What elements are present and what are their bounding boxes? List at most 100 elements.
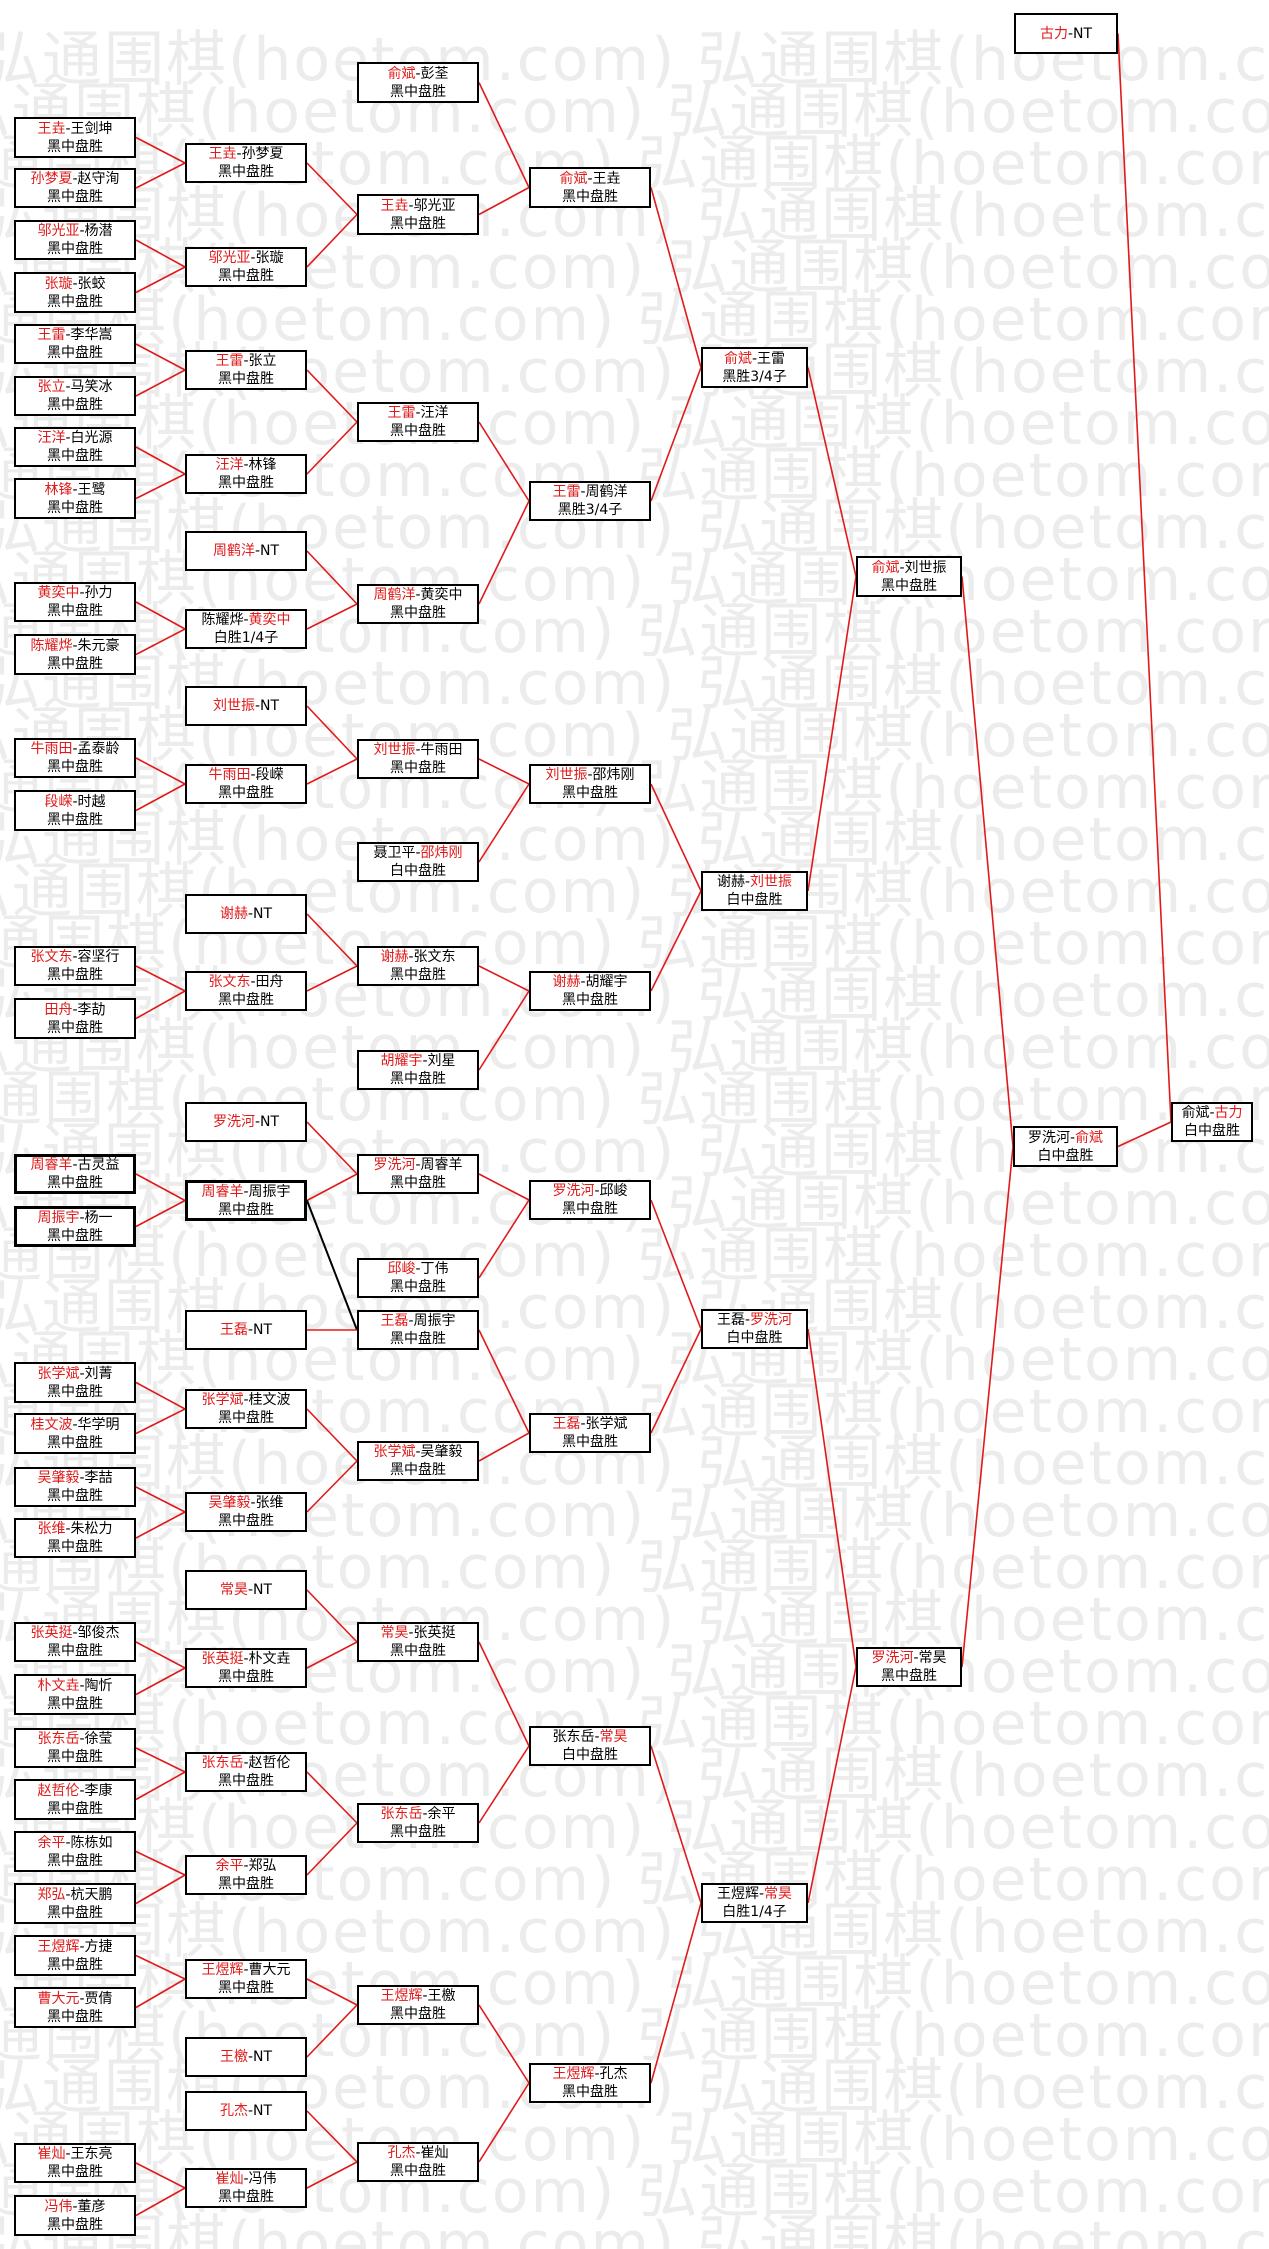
player-b: 刘世振 (904, 559, 947, 576)
match-players: 常昊-张英挺 (380, 1624, 455, 1642)
player-a: 王垚 (208, 146, 237, 162)
bracket-link-r3-09-to-r4-05 (478, 1173, 530, 1201)
player-a: 余平 (37, 1834, 66, 1851)
player-a: 孔杰 (387, 2145, 416, 2161)
match-result: 黑中盘胜 (218, 1513, 274, 1529)
match-players: 俞斌-王垚 (559, 170, 620, 188)
bracket-link-r1-18-to-r2-14 (135, 1408, 186, 1435)
player-b: 邵炜刚 (592, 767, 635, 783)
match-result: 黑中盘胜 (47, 967, 103, 983)
match-players: 周睿羊-周振宇 (201, 1183, 290, 1201)
match-players: 段嵘-时越 (44, 793, 105, 811)
watermark-text: 弘通围棋(hoetom.com) 弘通围棋(hoetom.com) 弘通围棋(h… (0, 77, 1269, 147)
vs-dash: - (72, 1625, 78, 1641)
player-a: 罗洗河 (1027, 1129, 1070, 1146)
player-b: 胡耀宇 (585, 974, 628, 990)
vs-dash: - (72, 793, 78, 810)
player-a: 王雷 (552, 484, 581, 500)
match-box-r3-06: 聂卫平-邵炜刚白中盘胜 (357, 842, 479, 882)
player-a: 周振宇 (37, 1209, 80, 1226)
player-a: 刘世振 (373, 742, 416, 758)
match-result: 黑中盘胜 (562, 1201, 618, 1217)
match-players: 谢赫-张文东 (380, 948, 455, 966)
match-box-r2-11: 罗洗河-NT (185, 1102, 307, 1142)
match-players: 张学斌-桂文波 (201, 1391, 290, 1409)
bracket-link-r2-10-to-r3-07 (306, 965, 358, 992)
bracket-link-r1-22-to-r2-17 (135, 1667, 186, 1696)
vs-dash: - (79, 585, 85, 601)
match-result: 黑中盘胜 (47, 448, 103, 464)
match-box-r1-27: 王煜辉-方捷黑中盘胜 (14, 1935, 136, 1976)
player-b: 曹大元 (248, 1962, 291, 1978)
player-b: NT (260, 698, 280, 714)
match-players: 古力-NT (1040, 25, 1092, 43)
match-result: 黑中盘胜 (47, 397, 103, 413)
match-players: 王垚-邬光亚 (380, 197, 455, 215)
match-players: 桂文波-华学明 (30, 1416, 119, 1434)
match-result: 黑中盘胜 (47, 189, 103, 205)
player-a: 黄奕中 (37, 585, 80, 601)
bracket-link-r1-03-to-r2-02 (135, 239, 186, 268)
match-players: 王磊-周振宇 (380, 1312, 455, 1330)
watermark-text: 弘通围棋(hoetom.com) 弘通围棋(hoetom.com) 弘通围棋(h… (0, 1221, 1269, 1291)
match-result: 黑中盘胜 (390, 1175, 446, 1191)
match-box-r3-04: 周鹤洋-黄奕中黑中盘胜 (357, 584, 479, 624)
player-b: 刘菁 (84, 1365, 113, 1382)
vs-dash: - (79, 1731, 85, 1747)
match-players: 张东岳-常昊 (552, 1728, 627, 1746)
player-b: 牛雨田 (420, 742, 463, 758)
match-players: 崔灿-冯伟 (215, 2170, 276, 2188)
match-result: 白中盘胜 (726, 892, 783, 908)
match-players: 罗洗河-常昊 (871, 1649, 946, 1667)
vs-dash: - (247, 2049, 254, 2065)
vs-dash: - (72, 1001, 78, 1018)
match-box-r1-17: 张学斌-刘菁黑中盘胜 (14, 1362, 136, 1403)
player-b: 李喆 (84, 1470, 113, 1486)
vs-dash: - (79, 1470, 85, 1486)
player-a: 张英挺 (201, 1651, 244, 1667)
match-players: 俞斌-刘世振 (871, 559, 946, 577)
match-players: 罗洗河-NT (213, 1113, 279, 1131)
player-a: 牛雨田 (30, 741, 73, 757)
bracket-link-r2-05-to-r3-04 (306, 550, 358, 605)
match-box-r1-14: 田舟-李劼黑中盘胜 (14, 998, 136, 1039)
player-b: 田舟 (255, 974, 284, 990)
vs-dash: - (79, 223, 85, 239)
match-box-r1-20: 张维-朱松力黑中盘胜 (14, 1518, 136, 1558)
bracket-link-r5-03-to-r6-02 (807, 1328, 857, 1668)
match-box-r4-08: 王煜辉-孔杰黑中盘胜 (529, 2063, 651, 2103)
match-result: 黑中盘胜 (47, 1852, 103, 1869)
vs-dash: - (72, 481, 78, 498)
vs-dash: - (254, 698, 261, 714)
match-box-r2-01: 王垚-孙梦夏黑中盘胜 (185, 143, 307, 183)
match-players: 王磊-NT (220, 1321, 272, 1339)
player-a: 谢赫 (380, 949, 409, 965)
watermark-text: 弘通围棋(hoetom.com) 弘通围棋(hoetom.com) 弘通围棋(h… (0, 285, 1269, 355)
match-box-r1-03: 邬光亚-杨潜黑中盘胜 (14, 220, 136, 260)
match-players: 王雷-李华嵩 (37, 326, 112, 344)
match-players: 周鹤洋-黄奕中 (373, 586, 462, 604)
player-b: 孟泰龄 (77, 741, 120, 757)
match-result: 黑中盘胜 (218, 785, 274, 801)
vs-dash: - (758, 1886, 765, 1902)
match-box-r1-28: 曹大元-贾倩黑中盘胜 (14, 1987, 136, 2028)
match-box-r2-04: 汪洋-林锋黑中盘胜 (185, 454, 307, 494)
player-a: 王煜辉 (380, 1988, 423, 2004)
vs-dash: - (65, 379, 71, 395)
vs-dash: - (415, 845, 421, 861)
bracket-link-r1-02-to-r2-01 (135, 162, 186, 189)
player-b: 华学明 (77, 1416, 120, 1433)
match-result: 黑中盘胜 (47, 1488, 103, 1504)
vs-dash: - (744, 874, 751, 890)
match-players: 崔灿-王东亮 (37, 2145, 112, 2163)
match-result: 黑中盘胜 (47, 1383, 103, 1400)
match-box-r1-30: 冯伟-董彦黑中盘胜 (14, 2195, 136, 2236)
player-a: 王煜辉 (201, 1962, 244, 1978)
match-result: 黑中盘胜 (562, 992, 618, 1008)
match-result: 黑中盘胜 (218, 1410, 274, 1426)
match-result: 黑中盘胜 (218, 1980, 274, 1996)
match-players: 张英挺-邹俊杰 (30, 1624, 119, 1642)
vs-dash: - (72, 171, 78, 187)
player-a: 俞斌 (871, 559, 900, 576)
match-box-r5-03: 王磊-罗洗河白中盘胜 (701, 1309, 808, 1349)
